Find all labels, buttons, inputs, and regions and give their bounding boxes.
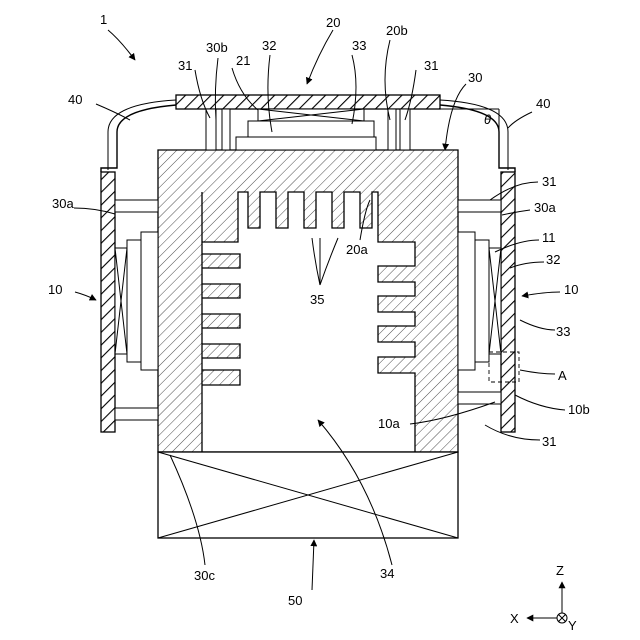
side-substrate-10-right [458, 172, 519, 432]
label-50: 50 [288, 593, 302, 608]
label-10a: 10a [378, 416, 400, 431]
label-31-top-right: 31 [424, 58, 438, 73]
label-20a: 20a [346, 242, 368, 257]
label-30: 30 [468, 70, 482, 85]
label-33-top: 33 [352, 38, 366, 53]
label-30a-right: 30a [534, 200, 556, 215]
axis-label-y: Y [568, 618, 577, 633]
label-30b: 30b [206, 40, 228, 55]
axis-indicator [527, 582, 567, 623]
label-31-top-left: 31 [178, 58, 192, 73]
label-1: 1 [100, 12, 107, 27]
label-31-bottom-right: 31 [542, 434, 556, 449]
label-32-top: 32 [262, 38, 276, 53]
label-10-left: 10 [48, 282, 62, 297]
label-10b: 10b [568, 402, 590, 417]
label-20b: 20b [386, 23, 408, 38]
side-substrate-10-left [101, 172, 158, 432]
label-20: 20 [326, 15, 340, 30]
label-10-right: 10 [564, 282, 578, 297]
label-a: A [558, 368, 567, 383]
label-21: 21 [236, 53, 250, 68]
label-40-right: 40 [536, 96, 550, 111]
fan-unit-50 [158, 452, 458, 538]
axis-label-x: X [510, 611, 519, 626]
label-35: 35 [310, 292, 324, 307]
label-34: 34 [380, 566, 394, 581]
label-33-right: 33 [556, 324, 570, 339]
label-30c: 30c [194, 568, 215, 583]
cooling-body-30 [158, 150, 458, 452]
label-40-left: 40 [68, 92, 82, 107]
label-32-right: 32 [546, 252, 560, 267]
label-31-right: 31 [542, 174, 556, 189]
axis-label-z: Z [556, 563, 564, 578]
label-11: 11 [542, 230, 556, 245]
label-30a-left: 30a [52, 196, 74, 211]
label-theta: θ [484, 112, 491, 127]
